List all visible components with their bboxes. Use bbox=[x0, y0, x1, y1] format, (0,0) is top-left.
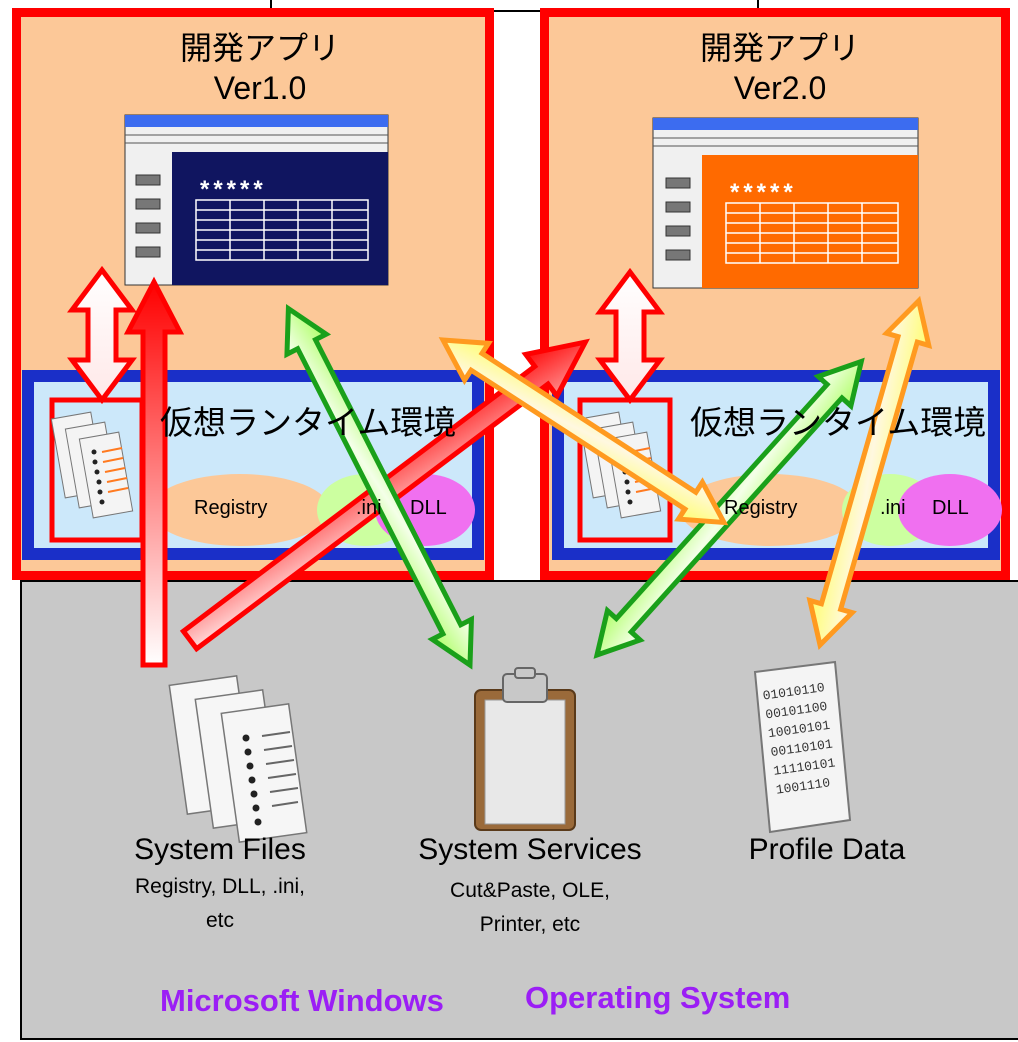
ini-label-1: .ini bbox=[356, 497, 382, 519]
os-label-part2: Operating System bbox=[525, 980, 791, 1015]
system-files-detail-2: etc bbox=[205, 909, 234, 932]
app2-stars: ***** bbox=[730, 179, 797, 206]
profile-to-app2-arrow bbox=[806, 295, 933, 650]
dll-label-2: DLL bbox=[932, 497, 969, 519]
virtual-files-icon-1 bbox=[49, 397, 145, 543]
virtual-env-label-2: 仮想ランタイム環境 bbox=[690, 404, 987, 441]
app1-version: Ver1.0 bbox=[213, 70, 307, 106]
system-files-icon bbox=[168, 675, 308, 843]
services-to-app1-arrow bbox=[284, 303, 475, 670]
system-services-detail-1: Cut&Paste, OLE, bbox=[450, 879, 610, 902]
clipboard-icon bbox=[474, 667, 576, 831]
registry-pill-1 bbox=[150, 474, 330, 546]
app1-title: 開発アプリ bbox=[179, 30, 340, 66]
app2-title: 開発アプリ bbox=[699, 30, 860, 66]
app1-window bbox=[124, 114, 389, 286]
system-services-title: System Services bbox=[418, 833, 642, 866]
profile-to-app1-arrow bbox=[438, 337, 729, 526]
os-label-part1: Microsoft Windows bbox=[160, 983, 444, 1018]
app1-stars: ***** bbox=[200, 176, 267, 203]
system-services-detail-2: Printer, etc bbox=[479, 913, 581, 936]
registry-label-2: Registry bbox=[724, 497, 798, 519]
dll-label-1: DLL bbox=[410, 497, 447, 519]
system-files-title: System Files bbox=[134, 833, 306, 866]
services-to-app2-arrow bbox=[593, 357, 865, 659]
local-arrow-2 bbox=[595, 267, 665, 405]
local-arrow-1 bbox=[67, 265, 137, 405]
profile-data-title: Profile Data bbox=[748, 833, 906, 866]
dll-pill-2 bbox=[898, 474, 1002, 546]
app2-window bbox=[652, 117, 919, 289]
system-files-detail-1: Registry, DLL, .ini, bbox=[135, 875, 305, 898]
profile-data-icon bbox=[753, 660, 852, 834]
ini-label-2: .ini bbox=[880, 497, 906, 519]
system-files-to-app1-arrow bbox=[123, 276, 185, 668]
registry-label-1: Registry bbox=[194, 497, 268, 519]
app2-version: Ver2.0 bbox=[733, 70, 827, 106]
virtual-env-label-1: 仮想ランタイム環境 bbox=[160, 404, 457, 441]
